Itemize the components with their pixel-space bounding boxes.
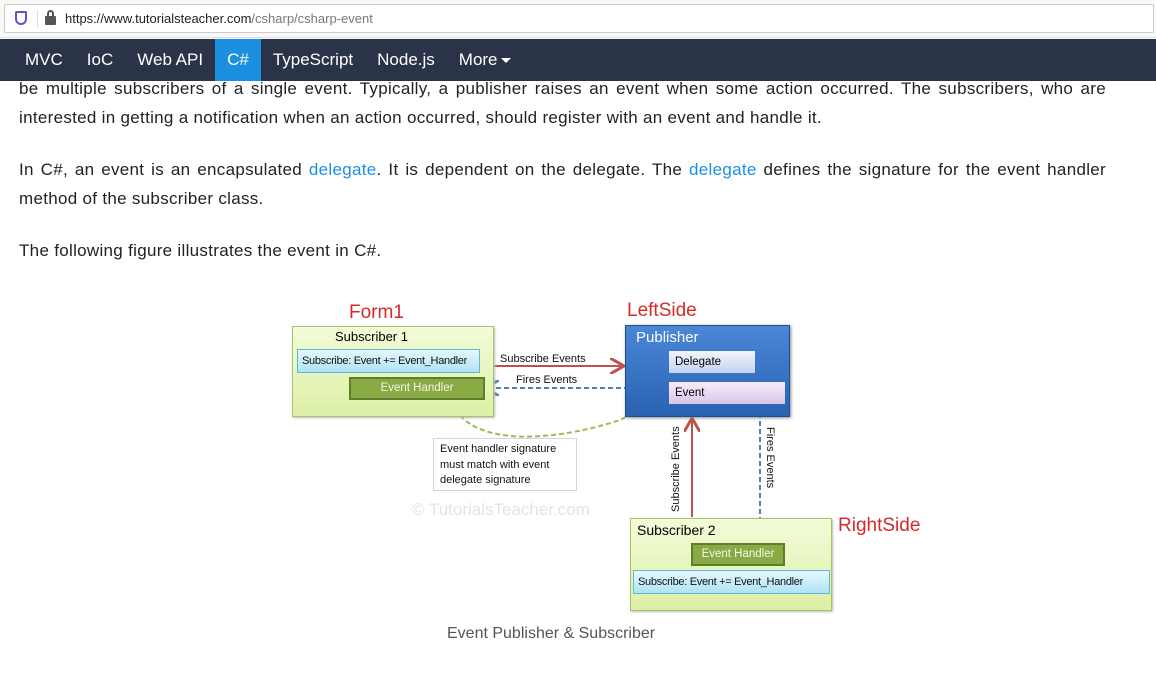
fires-events-label: Fires Events — [516, 374, 578, 386]
subscribe-events-vertical-label: Subscribe Events — [670, 426, 682, 512]
event-box: Event — [669, 382, 785, 404]
browser-toolbar: https://www.tutorialsteacher.com/csharp/… — [0, 0, 1156, 38]
nav-csharp[interactable]: C# — [215, 39, 261, 81]
nav-web-api[interactable]: Web API — [137, 50, 204, 69]
form1-label: Form1 — [349, 302, 404, 323]
delegate-link-2[interactable]: delegate — [689, 160, 757, 179]
fires-events-vertical-label: Fires Events — [764, 427, 776, 489]
url-path: /csharp/csharp-event — [251, 11, 373, 26]
top-nav: MVC IoC Web API C# TypeScript Node.js Mo… — [0, 39, 1156, 81]
subscribe-events-label: Subscribe Events — [500, 353, 586, 365]
nav-nodejs[interactable]: Node.js — [377, 50, 435, 69]
paragraph-subscribers: be multiple subscribers of a single even… — [19, 79, 1106, 127]
delegate-link[interactable]: delegate — [308, 160, 377, 179]
leftside-label: LeftSide — [627, 300, 697, 321]
paragraph-delegate: In C#, an event is an encapsulated deleg… — [19, 155, 1106, 213]
nav-more-label: More — [458, 50, 498, 69]
address-bar[interactable]: https://www.tutorialsteacher.com/csharp/… — [4, 4, 1154, 33]
url-text[interactable]: https://www.tutorialsteacher.com/csharp/… — [65, 11, 373, 26]
caret-down-icon — [500, 58, 511, 64]
nav-typescript[interactable]: TypeScript — [272, 50, 354, 69]
paragraph-figure-intro: The following figure illustrates the eve… — [19, 241, 382, 260]
lock-icon — [45, 10, 56, 25]
nav-more[interactable]: More — [447, 39, 523, 81]
divider — [37, 10, 38, 28]
nav-mvc[interactable]: MVC — [25, 50, 63, 69]
subscriber1-title: Subscriber 1 — [335, 329, 408, 344]
text: In C#, an event is an encapsulated — [19, 160, 309, 179]
signature-note: Event handler signature must match with … — [433, 438, 577, 491]
subscriber2-title: Subscriber 2 — [637, 522, 716, 538]
text: . It is dependent on the delegate. The — [376, 160, 690, 179]
subscribe-code-1: Subscribe: Event += Event_Handler — [297, 349, 480, 373]
watermark: © TutorialsTeacher.com — [412, 500, 590, 519]
event-handler-2: Event Handler — [691, 543, 785, 566]
delegate-box: Delegate — [669, 351, 755, 373]
shield-icon — [15, 11, 27, 25]
publisher-title: Publisher — [636, 329, 699, 346]
subscribe-code-2: Subscribe: Event += Event_Handler — [633, 570, 830, 594]
article-content: be multiple subscribers of a single even… — [19, 74, 1106, 288]
url-host: https://www.tutorialsteacher.com — [65, 11, 252, 26]
rightside-label: RightSide — [838, 515, 921, 536]
event-handler-1: Event Handler — [349, 377, 485, 400]
text: defines the signature for the event hand… — [19, 160, 1106, 208]
nav-ioc[interactable]: IoC — [86, 50, 114, 69]
figure-caption: Event Publisher & Subscriber — [447, 625, 656, 642]
